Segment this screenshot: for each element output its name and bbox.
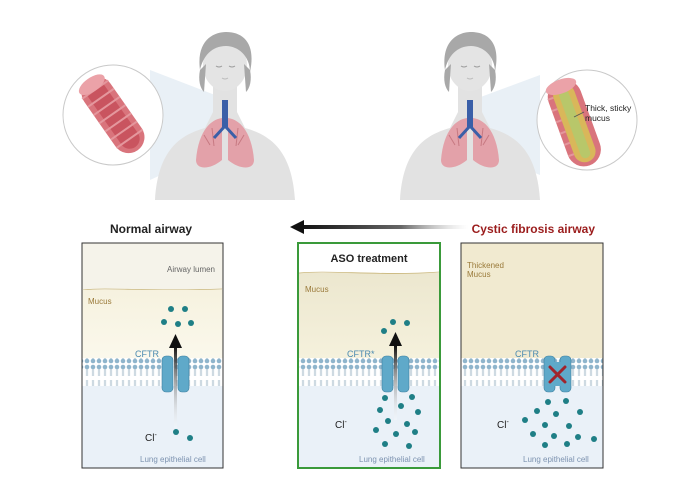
cell-label: Lung epithelial cell <box>140 455 206 464</box>
cftr-label: CFTR <box>135 349 159 359</box>
cf-airway-panel: Thickened Mucus CFTR Cl- Lun <box>460 242 604 469</box>
thickened-label: Thickened <box>467 261 504 270</box>
mucus-label: Mucus <box>305 285 329 294</box>
aso-panel-border <box>297 242 441 469</box>
chloride-flow-arrow <box>169 334 182 428</box>
normal-airway-panel: Airway lumen Mucus CFTR Cl- Lung epithel… <box>81 242 224 469</box>
chloride-ions-cell <box>373 394 421 449</box>
callout-line <box>573 111 585 118</box>
healthy-person <box>150 32 295 200</box>
chloride-flow-arrow <box>389 332 402 420</box>
mucus-label: Mucus <box>88 297 112 306</box>
chloride-label: Cl- <box>335 419 347 431</box>
chloride-ions-mucus <box>161 306 194 327</box>
cftr-label: CFTR <box>515 349 539 359</box>
cftr-star-channel <box>381 355 410 393</box>
chloride-label: Cl- <box>145 432 157 444</box>
chloride-ions-cell <box>522 398 597 448</box>
cf-airway-heading: Cystic fibrosis airway <box>472 222 596 236</box>
normal-airway-heading: Normal airway <box>110 222 192 236</box>
airway-lumen-label: Airway lumen <box>167 265 215 274</box>
cf-person <box>400 32 540 200</box>
aso-treatment-panel: ASO treatment Mucus CFTR* <box>297 242 441 469</box>
cftr-star-label: CFTR* <box>347 349 375 359</box>
cell-label: Lung epithelial cell <box>523 455 589 464</box>
treatment-direction-arrow <box>290 220 468 234</box>
blocked-x-icon <box>548 365 567 384</box>
mucus-label: Mucus <box>467 270 491 279</box>
thick-mucus-callout-line1: Thick, sticky <box>585 103 632 113</box>
thick-mucus-callout-line2: mucus <box>585 113 610 123</box>
aso-treatment-title: ASO treatment <box>330 253 407 265</box>
cftr-channel <box>161 355 190 393</box>
normal-airway-magnifier <box>62 64 164 166</box>
chloride-label: Cl- <box>497 419 509 431</box>
cf-airway-magnifier: Thick, sticky mucus <box>536 69 638 171</box>
chloride-ions-cell <box>173 429 193 441</box>
chloride-ions-mucus <box>381 319 410 334</box>
cell-label: Lung epithelial cell <box>359 455 425 464</box>
